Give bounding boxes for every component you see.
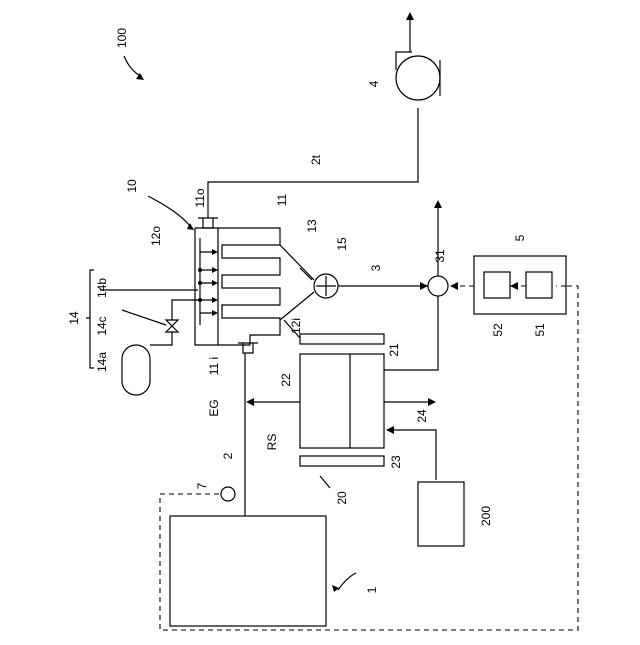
- pump-connections: [280, 245, 314, 320]
- valve-14c: [166, 320, 178, 332]
- valve-31-outlet-arrow: [434, 200, 442, 208]
- label-200: 200: [479, 506, 493, 526]
- reformer-22: [300, 354, 384, 448]
- leader-engine: [338, 573, 356, 590]
- unit-51: [526, 272, 552, 298]
- label-52: 52: [491, 323, 505, 337]
- plate-21: [300, 334, 384, 344]
- turbine-exhaust-arrow: [406, 12, 414, 20]
- label-15: 15: [335, 237, 349, 251]
- label-24: 24: [415, 409, 429, 423]
- leader-arrowhead: [332, 585, 339, 592]
- valve-31: [428, 276, 448, 296]
- plate-23: [300, 456, 384, 466]
- heat-exchanger-shell: [195, 228, 218, 345]
- label-12o: 12o: [149, 226, 163, 246]
- label-3: 3: [369, 264, 383, 271]
- label-11: 11: [275, 193, 289, 206]
- line-24-arrow: [428, 398, 436, 406]
- label-fig: 100: [115, 28, 129, 48]
- eg-arrowhead: [246, 398, 254, 406]
- supply-line-tank: [150, 332, 172, 345]
- label-4: 4: [367, 80, 381, 87]
- turbine-4: [396, 56, 440, 100]
- engine-block: [170, 516, 326, 626]
- label-23: 23: [389, 455, 403, 469]
- label-14a: 14a: [95, 352, 109, 372]
- outlet-flange-11o: [198, 218, 218, 228]
- label-11o: 11o: [193, 188, 207, 207]
- label-31: 31: [433, 249, 447, 263]
- leader-100: [124, 56, 140, 76]
- tank-14a: [122, 345, 150, 395]
- label-5: 5: [513, 234, 527, 241]
- label-14b: 14b: [95, 278, 109, 298]
- bracket-14: [86, 270, 94, 368]
- label-20: 20: [335, 491, 349, 505]
- label-2: 2: [221, 452, 235, 459]
- control-arrow-31: [450, 282, 458, 290]
- label-1: 1: [365, 586, 379, 593]
- leader-10: [148, 196, 190, 226]
- label-rs: RS: [265, 434, 279, 451]
- junction-dot: [198, 268, 202, 272]
- label-22: 22: [279, 373, 293, 387]
- label-21: 21: [387, 343, 401, 357]
- line-from-200: [392, 430, 436, 480]
- label-14: 14: [67, 311, 81, 325]
- label-13: 13: [305, 219, 319, 233]
- line-from-200-arrow: [386, 426, 394, 434]
- junction-dot: [198, 281, 202, 285]
- label-2t: 2t: [309, 154, 323, 165]
- label-7: 7: [195, 482, 209, 489]
- exhaust-channel-11: [218, 228, 280, 345]
- label-11i: 11 i: [207, 357, 221, 375]
- sensor-7: [221, 487, 235, 501]
- line-3-arrow: [420, 282, 428, 290]
- label-51: 51: [533, 323, 547, 337]
- label-10: 10: [125, 179, 139, 193]
- line-to-21: [384, 296, 438, 370]
- leader-20: [320, 476, 330, 488]
- unit-52: [484, 272, 510, 298]
- label-14c: 14c: [95, 316, 109, 335]
- label-12i: 12i: [289, 318, 303, 334]
- label-eg: EG: [207, 399, 221, 416]
- unit-200: [418, 482, 464, 546]
